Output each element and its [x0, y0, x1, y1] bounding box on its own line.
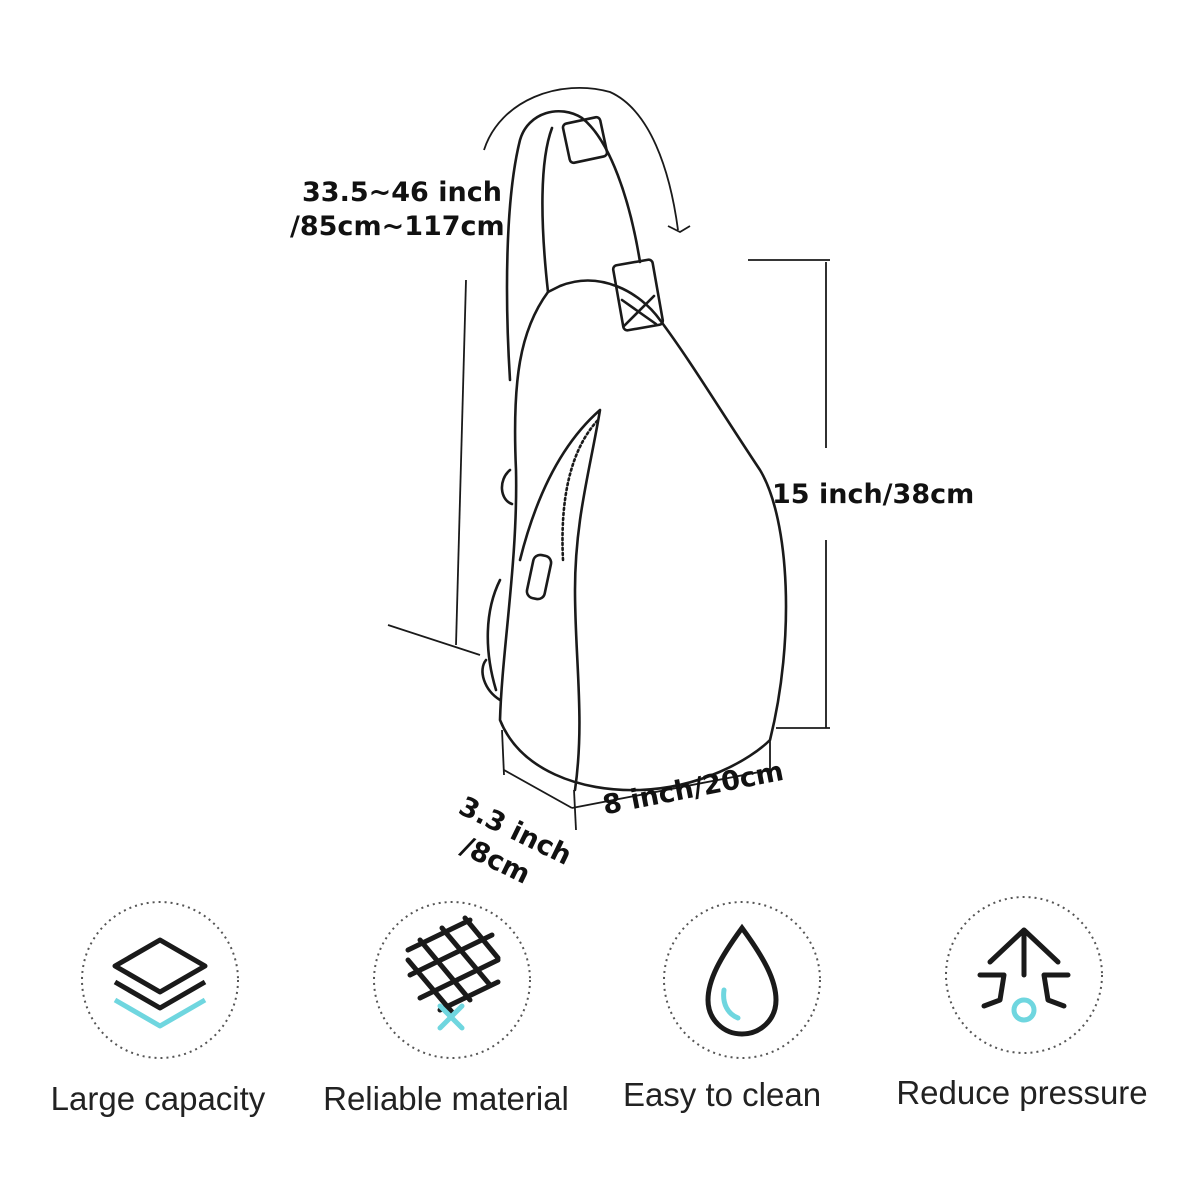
- height-label: 15 inch/38cm: [772, 479, 975, 510]
- feature-label-reliable-material: Reliable material: [323, 1080, 569, 1117]
- zipper-pull: [525, 553, 553, 601]
- layers-icon: [112, 937, 208, 1029]
- mesh-icon: [405, 915, 501, 1031]
- bag-strap-inner: [541, 126, 554, 294]
- bag-body: [498, 279, 788, 792]
- feature-circle-1: [81, 901, 239, 1059]
- feature-circle-2: [373, 901, 531, 1059]
- side-loop: [500, 468, 514, 506]
- feature-circle-4: [945, 896, 1103, 1054]
- depth-line: [503, 769, 573, 809]
- width-line: [571, 769, 771, 809]
- zipper: [561, 418, 600, 562]
- strap-buckle: [611, 258, 665, 332]
- strap-length-label-1: 33.5~46 inch: [302, 177, 502, 208]
- strap-length-arc: [483, 87, 679, 231]
- bag-strap: [505, 109, 642, 382]
- arrow-up-pressure-icon: [977, 927, 1071, 1023]
- feature-label-reduce-pressure: Reduce pressure: [896, 1074, 1148, 1111]
- feature-circle-3: [663, 901, 821, 1059]
- strap-length-label-2: /85cm~117cm: [290, 211, 505, 242]
- strap-buckle-top: [561, 115, 609, 165]
- water-drop-icon: [705, 923, 779, 1037]
- feature-label-large-capacity: Large capacity: [50, 1080, 266, 1117]
- feature-label-easy-to-clean: Easy to clean: [622, 1076, 822, 1113]
- front-pocket: [518, 408, 602, 792]
